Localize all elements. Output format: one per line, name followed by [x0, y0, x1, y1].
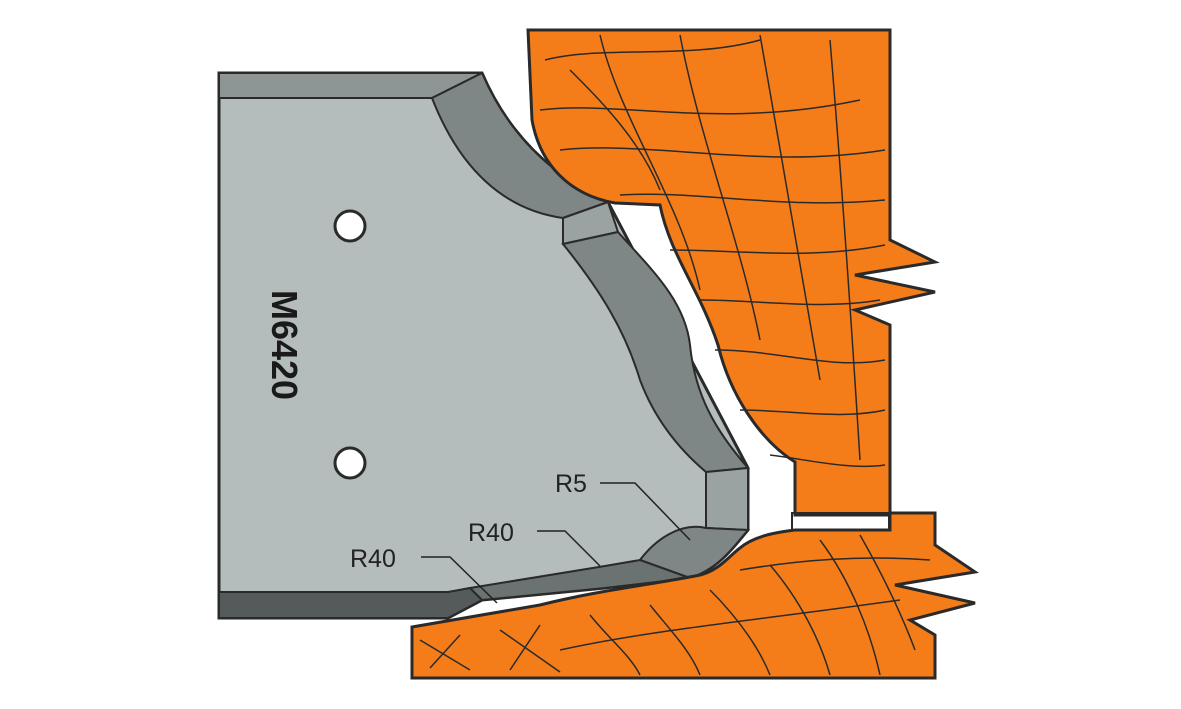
knife-bead-bevel	[705, 466, 749, 532]
knife-plate: M6420 R5 R40 R40	[217, 71, 751, 620]
mounting-hole-bottom	[333, 446, 367, 480]
wood-vertical-body	[526, 28, 940, 517]
wood-vertical-piece	[526, 28, 940, 531]
leader-r40-lower	[421, 556, 498, 604]
radius-label-r40-lower: R40	[350, 545, 396, 573]
wood-horizontal-body	[410, 511, 979, 680]
radius-label-r40-upper: R40	[468, 519, 514, 547]
leader-r40-upper	[537, 530, 601, 567]
mounting-hole-top	[333, 209, 367, 243]
wood-grain-vertical	[539, 34, 886, 468]
knife-bottom-edge	[218, 586, 484, 619]
leader-r5	[600, 482, 691, 541]
radius-label-r5: R5	[555, 470, 587, 498]
part-code: M6420	[264, 290, 305, 400]
wood-horizontal-piece	[410, 511, 979, 680]
wood-grain-horizontal	[419, 534, 931, 676]
